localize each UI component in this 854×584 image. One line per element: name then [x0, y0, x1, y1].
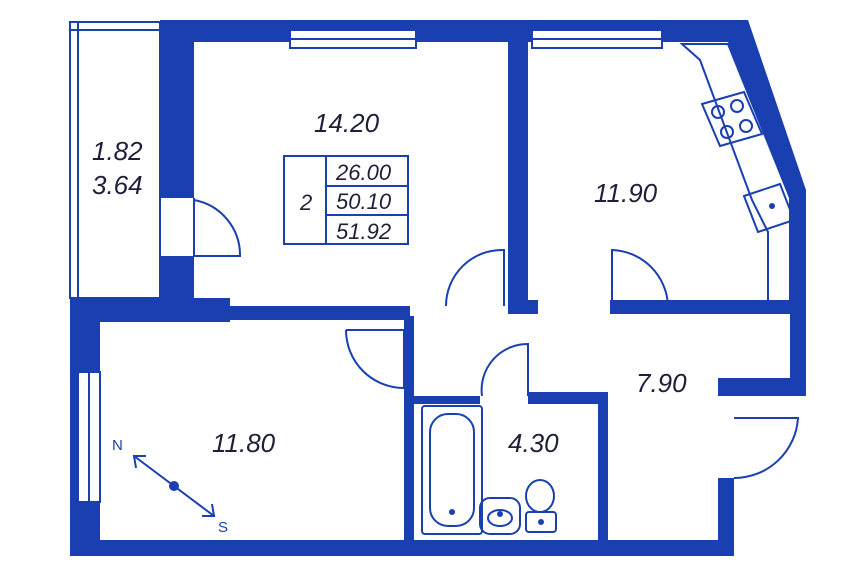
living-room-area-label: 14.20 — [314, 108, 380, 138]
kitchen-area-label: 11.90 — [594, 178, 658, 208]
living-bedroom-wall-thin — [220, 306, 410, 320]
kitchen-window — [531, 29, 663, 49]
entrance-door — [733, 417, 800, 480]
right-lower-wall — [718, 478, 734, 554]
bathroom-left-wall — [404, 316, 414, 552]
area-summary-table: 2 26.00 50.10 51.92 — [283, 155, 409, 245]
bathroom-fixtures — [421, 405, 557, 535]
bathroom-area-label: 4.30 — [508, 428, 559, 458]
living-room-window — [289, 29, 417, 49]
bedroom-area-label: 11.80 — [212, 428, 276, 458]
compass-arrow-south — [202, 503, 216, 517]
compass: N S — [112, 437, 228, 536]
total-area: 50.10 — [336, 189, 392, 214]
kitchen-bottom-wall — [610, 300, 806, 314]
living-bedroom-wall — [70, 298, 230, 322]
kitchen-counter — [679, 43, 796, 305]
toilet-icon — [525, 479, 557, 533]
compass-center — [169, 481, 179, 491]
bedroom-door — [345, 329, 405, 390]
living-area: 26.00 — [335, 160, 392, 185]
washbasin-icon — [479, 497, 521, 535]
compass-arrow-north — [132, 455, 146, 469]
stove-icon — [700, 90, 764, 148]
bathroom-top-wall-left — [414, 396, 480, 404]
balcony-outline — [69, 21, 161, 299]
living-room-door — [445, 248, 505, 307]
walls — [70, 20, 806, 556]
living-kitchen-wall — [508, 20, 528, 308]
bedroom-window — [77, 371, 101, 503]
balcony-area-label-1: 1.82 — [92, 136, 143, 166]
kitchen-door — [611, 248, 669, 307]
room-count: 2 — [299, 190, 312, 215]
bathtub-icon — [421, 405, 483, 535]
balcony-area-label-2: 3.64 — [92, 170, 143, 200]
bathroom-door — [480, 342, 529, 397]
compass-south-label: S — [218, 519, 228, 536]
balcony-door — [193, 198, 242, 257]
kitchen-bottom-wall-left — [508, 300, 538, 314]
doors — [193, 198, 800, 480]
room-labels: 1.82 3.64 14.20 11.90 11.80 7.90 4.30 — [92, 108, 687, 458]
balcony — [69, 21, 161, 299]
hallway-area-label: 7.90 — [636, 368, 687, 398]
right-step-wall — [718, 378, 806, 396]
windows — [77, 29, 663, 503]
bathroom-top-wall — [528, 392, 608, 404]
kitchen-sink-icon — [742, 182, 796, 234]
bathroom-right-wall — [598, 392, 608, 552]
living-left-wall-upper — [160, 20, 194, 198]
bottom-wall — [70, 540, 734, 556]
total-area-with-balcony: 51.92 — [336, 219, 391, 244]
compass-north-label: N — [112, 437, 123, 454]
